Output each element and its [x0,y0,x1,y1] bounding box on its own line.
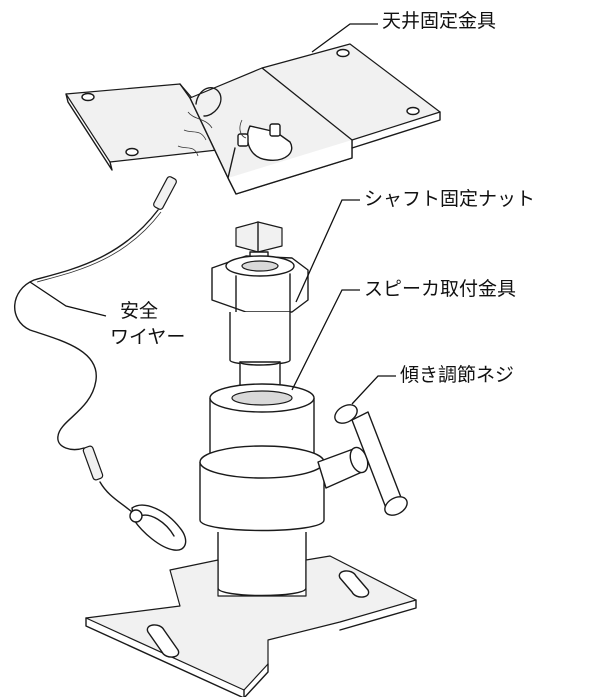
safety-wire [14,86,222,551]
label-speaker-bracket: スピーカ取付金具 [364,278,517,300]
label-shaft-nut: シャフト固定ナット [364,188,536,210]
ceiling-bracket [65,43,441,195]
leader-lines [29,23,396,405]
label-safety-wire-1: 安全 [120,300,159,322]
speaker-bracket [199,383,408,597]
label-ceiling-bracket: 天井固定金具 [382,10,497,32]
label-safety-wire-2: ワイヤー [110,326,186,348]
shaft-nut [211,255,309,313]
base-plate [85,555,417,697]
label-angle-screw: 傾き調節ネジ [400,364,515,386]
